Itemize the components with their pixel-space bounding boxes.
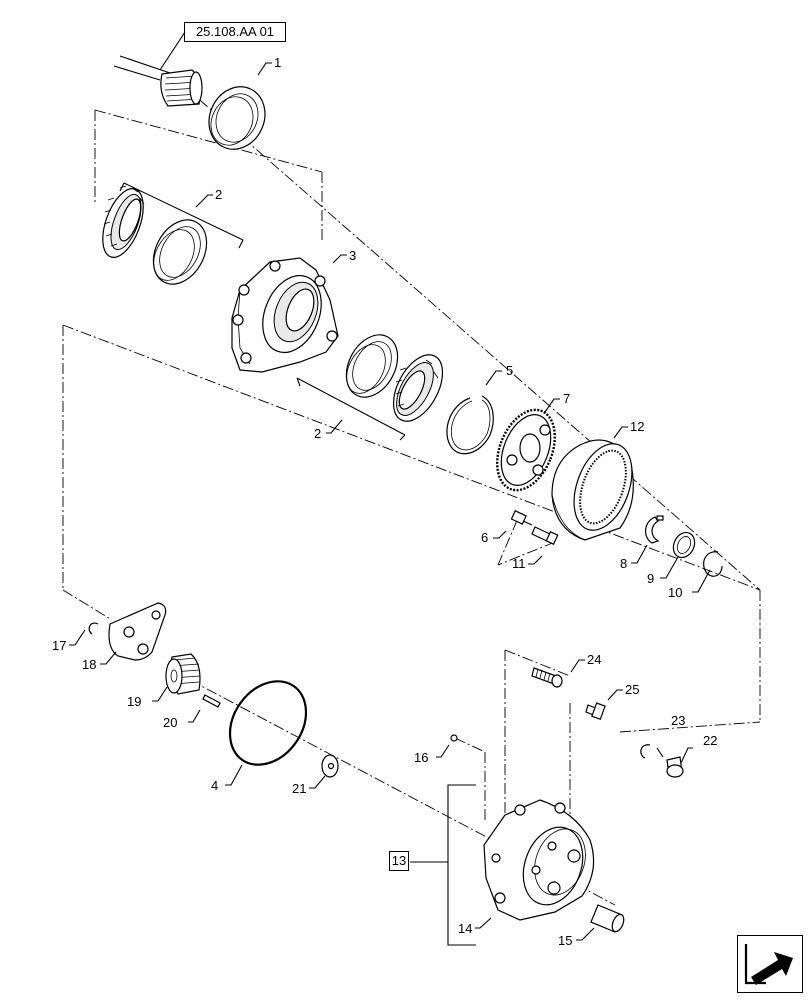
callout-11: 11 xyxy=(512,556,526,571)
callout-21: 21 xyxy=(292,781,306,796)
part-1-seal-ring[interactable] xyxy=(199,78,275,159)
reference-link-25-108-aa-01[interactable]: 25.108.AA 01 xyxy=(184,22,286,42)
callout-10: 10 xyxy=(668,585,682,600)
part-3-hub-housing[interactable] xyxy=(231,257,339,373)
part-11-bolt[interactable] xyxy=(531,526,559,546)
callout-2-upper: 2 xyxy=(215,187,222,202)
callout-22: 22 xyxy=(703,733,717,748)
callout-24: 24 xyxy=(587,652,601,667)
part-2-bearing-cone-upper[interactable] xyxy=(95,183,152,262)
part-19-pinion-gear[interactable] xyxy=(165,653,201,695)
part-14-planetary-housing[interactable] xyxy=(483,799,595,921)
centerlines xyxy=(62,86,761,906)
callout-labels: 1 2 3 2 5 7 12 6 11 8 9 10 17 18 19 20 4… xyxy=(52,55,717,948)
callout-25: 25 xyxy=(625,682,639,697)
leader-lines xyxy=(69,31,711,941)
part-17-clip[interactable] xyxy=(88,622,99,635)
part-18-plate[interactable] xyxy=(108,602,167,661)
callout-17: 17 xyxy=(52,638,66,653)
part-23-clip[interactable] xyxy=(640,744,651,759)
part-9-washer[interactable] xyxy=(669,529,698,561)
callout-1: 1 xyxy=(274,55,281,70)
part-24-bolt[interactable] xyxy=(531,667,563,688)
callout-2-lower: 2 xyxy=(314,426,321,441)
part-8-retaining-clip[interactable] xyxy=(645,515,664,544)
callout-bracket-2-lower xyxy=(296,377,406,441)
next-page-arrow-icon xyxy=(744,944,793,985)
next-page-button[interactable] xyxy=(737,935,803,993)
part-2-bearing-cup-upper[interactable] xyxy=(143,211,217,294)
part-2-bearing-cup-lower[interactable] xyxy=(336,326,408,406)
callout-bracket-13 xyxy=(410,784,476,946)
part-5-snap-ring[interactable] xyxy=(446,395,494,455)
callout-20: 20 xyxy=(163,715,177,730)
callout-18: 18 xyxy=(82,657,96,672)
callout-3: 3 xyxy=(349,248,356,263)
part-12-ring-gear[interactable] xyxy=(551,436,643,541)
assembly-ref-13[interactable]: 13 xyxy=(389,851,409,871)
part-16-pin[interactable] xyxy=(450,734,458,742)
part-2-bearing-cone-lower[interactable] xyxy=(383,347,452,429)
part-15-dowel-pin[interactable] xyxy=(590,904,626,933)
callout-4: 4 xyxy=(211,778,218,793)
callout-7: 7 xyxy=(563,391,570,406)
part-10-snap-ring[interactable] xyxy=(703,551,723,577)
callout-bracket-2-upper xyxy=(119,182,244,249)
callout-23: 23 xyxy=(671,713,685,728)
callout-8: 8 xyxy=(620,556,627,571)
part-4-o-ring[interactable] xyxy=(214,667,321,780)
part-25-bolt[interactable] xyxy=(585,702,606,721)
callout-9: 9 xyxy=(647,571,654,586)
part-20-pin[interactable] xyxy=(202,694,221,708)
callout-6: 6 xyxy=(481,530,488,545)
part-7-planetary-gear-carrier[interactable] xyxy=(486,401,566,498)
axle-shaft[interactable] xyxy=(113,55,203,107)
callout-15: 15 xyxy=(558,933,572,948)
callout-5: 5 xyxy=(506,363,513,378)
part-6-screw[interactable] xyxy=(510,510,533,526)
callout-12: 12 xyxy=(630,419,644,434)
part-21-washer[interactable] xyxy=(321,754,339,778)
callout-14: 14 xyxy=(458,921,472,936)
part-22-plug[interactable] xyxy=(666,756,684,778)
callout-19: 19 xyxy=(127,694,141,709)
callout-16: 16 xyxy=(414,750,428,765)
